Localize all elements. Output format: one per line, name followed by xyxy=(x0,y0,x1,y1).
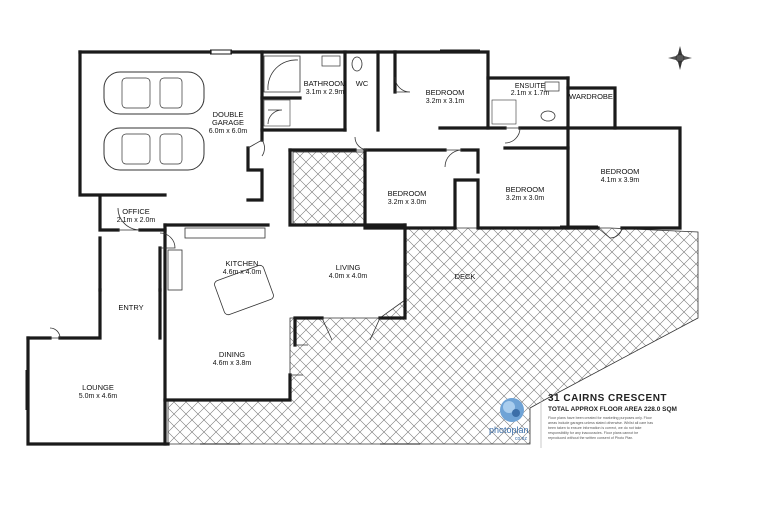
room-labels: DOUBLE GARAGE 6.0m x 6.0m BATHROOM 3.1m … xyxy=(79,79,640,400)
disclaimer-line-5: reproduced without the written consent o… xyxy=(548,436,633,440)
disclaimer-line-1: Floor plans have been created for market… xyxy=(548,416,653,420)
windows xyxy=(25,49,598,445)
label-ensuite: ENSUITE xyxy=(515,83,546,90)
toilet-icon xyxy=(540,110,556,122)
label-lounge: LOUNGE xyxy=(82,383,114,392)
label-garage-1: DOUBLE xyxy=(213,110,244,119)
kitchen-bench xyxy=(184,227,266,239)
label-wc: WC xyxy=(356,79,369,88)
address-title: 31 CAIRNS CRESCENT xyxy=(548,393,667,404)
info-block: 31 CAIRNS CRESCENT TOTAL APPROX FLOOR AR… xyxy=(540,390,677,448)
dims-bedroom-3: 3.2m x 3.0m xyxy=(506,195,545,202)
kitchen-island xyxy=(214,264,274,316)
basin-icon xyxy=(321,55,341,67)
dims-bedroom-2: 3.2m x 3.0m xyxy=(388,199,427,206)
fixtures xyxy=(103,55,560,316)
shower-icon xyxy=(491,99,517,125)
label-garage-2: GARAGE xyxy=(212,118,244,127)
label-entry: ENTRY xyxy=(118,303,143,312)
label-bathroom: BATHROOM xyxy=(304,79,347,88)
logo-suffix: co.nz xyxy=(515,436,527,442)
stove-icon xyxy=(167,249,183,291)
floor-area: TOTAL APPROX FLOOR AREA 228.0 SQM xyxy=(548,406,677,413)
label-wardrobe: WARDROBE xyxy=(569,92,613,101)
car-icon xyxy=(103,127,205,171)
dims-dining: 4.6m x 3.8m xyxy=(213,360,252,367)
disclaimer-line-3: been taken to ensure information is corr… xyxy=(548,426,642,430)
bath-icon xyxy=(263,55,301,93)
shower-icon xyxy=(263,99,291,127)
dims-garage: 6.0m x 6.0m xyxy=(209,128,248,135)
label-bedroom-2: BEDROOM xyxy=(388,189,427,198)
label-deck: DECK xyxy=(455,272,476,281)
dims-kitchen: 4.6m x 4.0m xyxy=(223,269,262,276)
label-bedroom-4: BEDROOM xyxy=(601,167,640,176)
label-dining: DINING xyxy=(219,350,245,359)
logo-name: photoplan xyxy=(489,425,529,435)
dims-bedroom-4: 4.1m x 3.9m xyxy=(601,177,640,184)
courtyard xyxy=(292,151,366,225)
disclaimer-line-4: responsibility for any inaccuracies. Flo… xyxy=(548,431,638,435)
basin-icon xyxy=(544,81,560,92)
label-living: LIVING xyxy=(336,263,361,272)
label-bedroom-3: BEDROOM xyxy=(506,185,545,194)
label-bedroom-1: BEDROOM xyxy=(426,88,465,97)
photoplan-logo: photoplan co.nz xyxy=(489,398,529,442)
label-kitchen: KITCHEN xyxy=(226,259,259,268)
dims-ensuite: 2.1m x 1.7m xyxy=(511,90,550,97)
deck-area xyxy=(167,227,699,445)
doors xyxy=(49,76,623,376)
dims-bedroom-1: 3.2m x 3.1m xyxy=(426,98,465,105)
disclaimer-line-2: areas include garages unless stated othe… xyxy=(548,421,653,425)
label-office: OFFICE xyxy=(122,207,150,216)
walls xyxy=(26,50,682,446)
dims-living: 4.0m x 4.0m xyxy=(329,273,368,280)
dims-bathroom: 3.1m x 2.9m xyxy=(306,89,345,96)
dims-office: 2.1m x 2.0m xyxy=(117,217,156,224)
dims-lounge: 5.0m x 4.6m xyxy=(79,393,118,400)
toilet-icon xyxy=(351,56,363,72)
compass-icon xyxy=(668,46,692,70)
car-icon xyxy=(103,71,205,115)
